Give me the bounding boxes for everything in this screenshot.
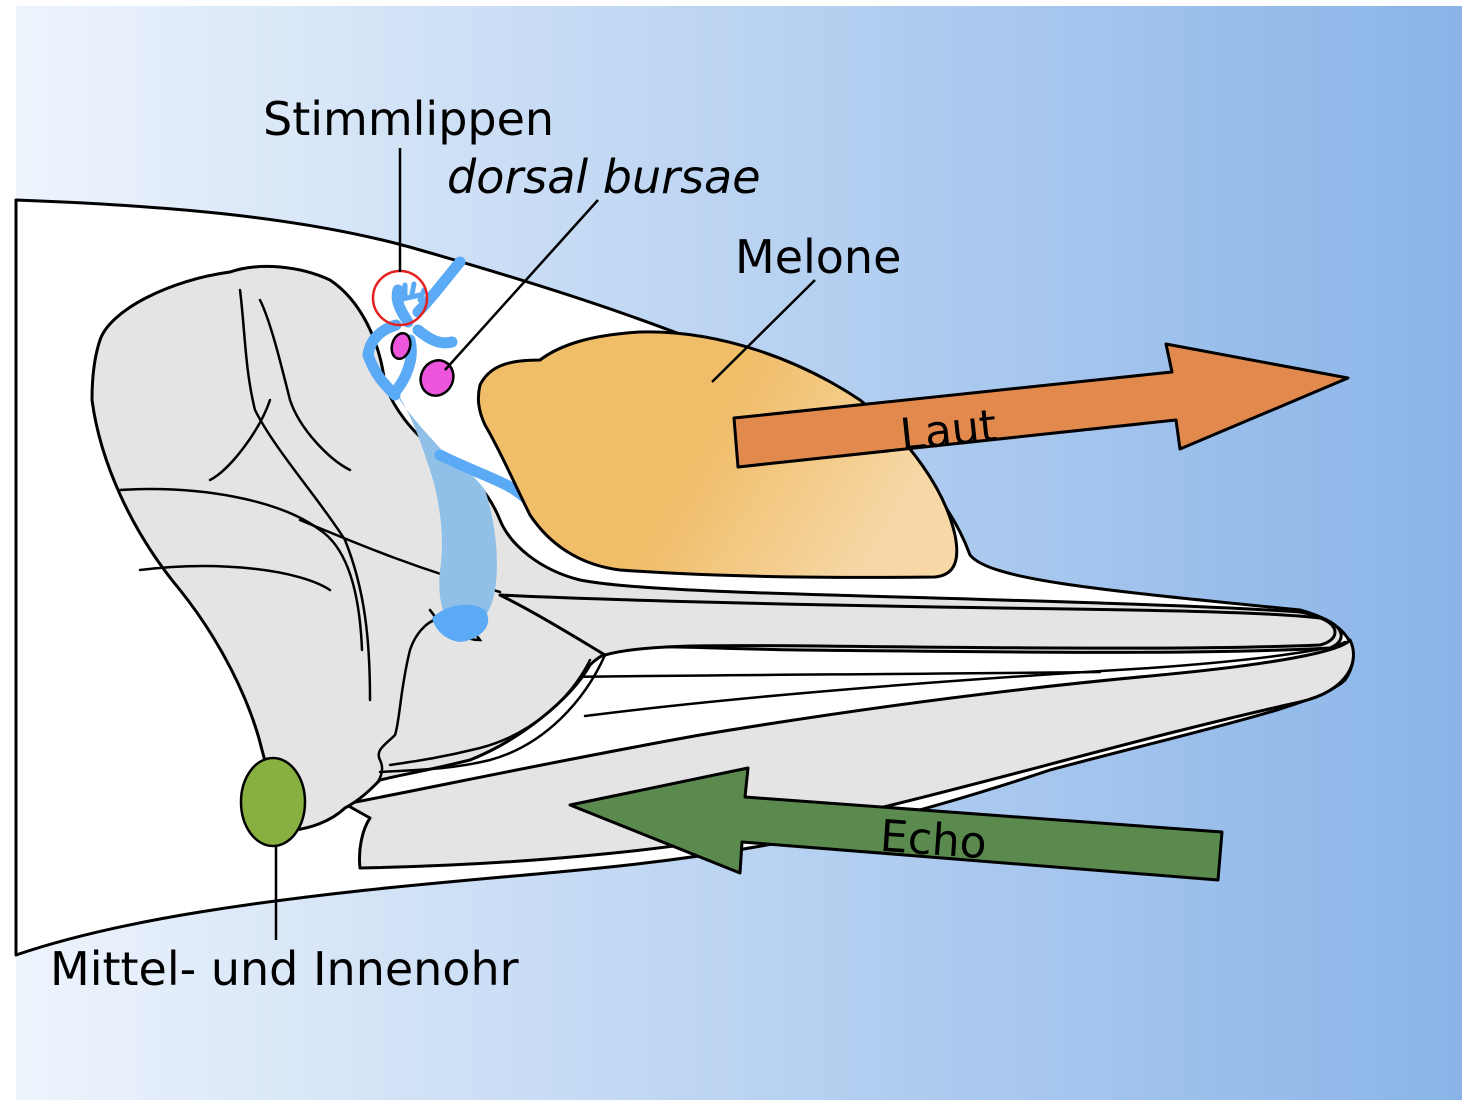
label-echo: Echo bbox=[878, 811, 988, 869]
label-melone: Melone bbox=[735, 230, 901, 284]
label-dorsal-bursae: dorsal bursae bbox=[447, 150, 761, 204]
ear bbox=[241, 758, 305, 846]
label-laut: Laut bbox=[898, 400, 999, 461]
label-stimmlippen: Stimmlippen bbox=[263, 92, 554, 146]
label-ohr: Mittel- und Innenohr bbox=[50, 942, 519, 996]
